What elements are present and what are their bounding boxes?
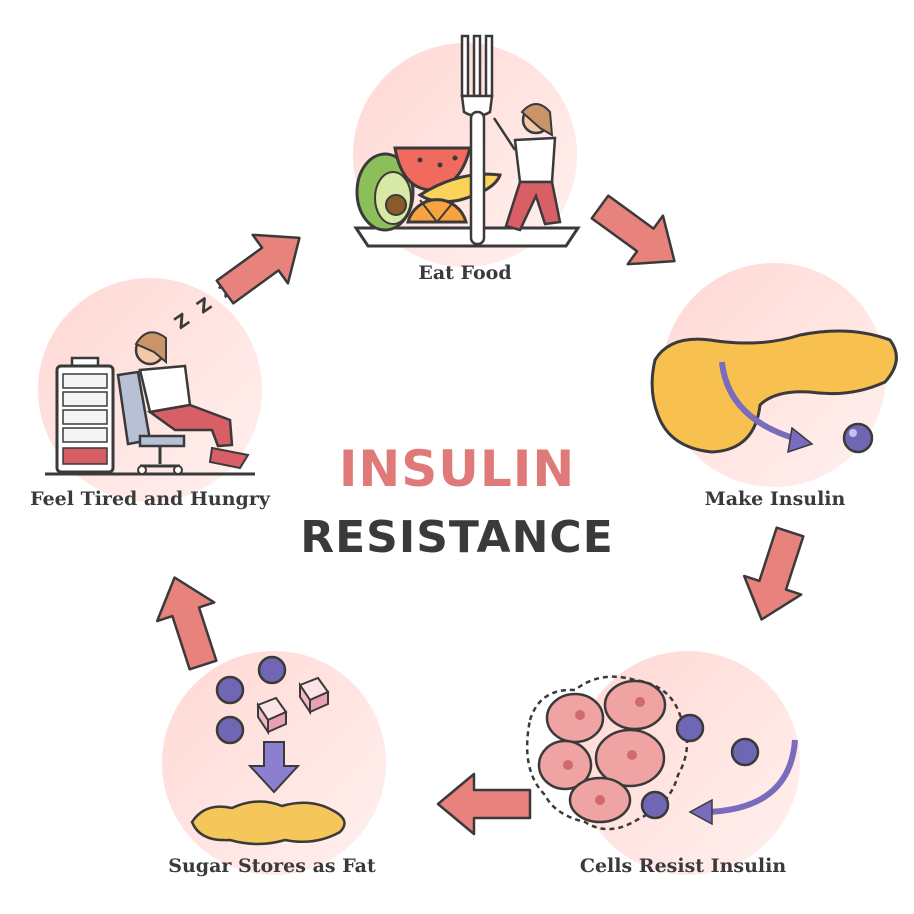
label-make-insulin: Make Insulin	[704, 488, 846, 510]
cells-cluster-icon	[525, 675, 689, 831]
label-feel-tired-and-hungry: Feel Tired and Hungry	[30, 488, 270, 510]
title-insulin: INSULIN	[338, 440, 576, 498]
arrow-cells-to-sugar	[436, 772, 532, 836]
down-arrow-icon	[247, 741, 301, 794]
step-make-insulin	[650, 263, 898, 487]
sugar-cube-icon	[298, 676, 330, 716]
fork-icon	[460, 34, 494, 246]
label-sugar-stores-as-fat: Sugar Stores as Fat	[168, 855, 376, 877]
insulin-molecule-icon	[215, 715, 245, 745]
label-cells-resist-insulin: Cells Resist Insulin	[579, 855, 787, 877]
insulin-molecule-icon	[215, 675, 245, 705]
person-sleeping-icon	[134, 331, 250, 470]
deflected-insulin-arrow	[704, 739, 798, 815]
insulin-release-arrow	[719, 361, 801, 443]
sugar-cube-icon	[256, 696, 288, 736]
step-cells-resist-insulin	[525, 651, 800, 875]
title-resistance: RESISTANCE	[300, 512, 614, 563]
step-feel-tired-and-hungry: Z Z Z	[38, 276, 262, 502]
label-eat-food: Eat Food	[418, 262, 512, 284]
cycle-arrows	[155, 194, 805, 836]
arrow-make-to-cells	[742, 526, 805, 621]
insulin-molecule-icon	[842, 422, 874, 454]
insulin-molecule-icon	[675, 713, 705, 743]
pancreas-icon	[650, 329, 898, 454]
fat-deposit-icon	[190, 800, 346, 846]
person-standing-icon	[492, 103, 562, 232]
arrow-eat-to-make	[590, 194, 676, 266]
insulin-molecule-icon	[257, 655, 287, 685]
arrow-sugar-to-tired	[155, 576, 218, 671]
step-eat-food	[353, 34, 581, 267]
insulin-molecule-icon	[730, 737, 760, 767]
arrow-tired-to-eat	[215, 233, 301, 305]
office-chair-icon	[116, 370, 186, 475]
low-battery-icon	[55, 356, 115, 474]
food-plate-icon	[353, 146, 581, 248]
step-sugar-stores-as-fat	[162, 651, 386, 875]
insulin-molecule-icon	[640, 790, 670, 820]
